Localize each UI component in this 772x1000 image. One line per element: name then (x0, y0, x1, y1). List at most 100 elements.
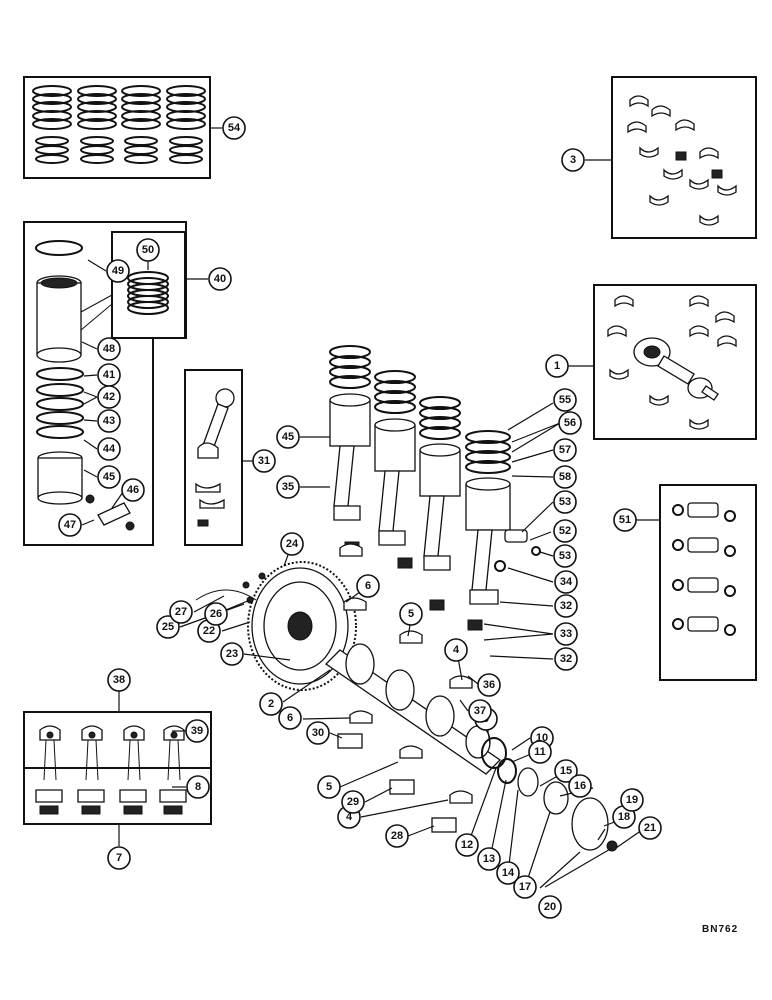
callout-27: 27 (169, 600, 193, 624)
callout-2: 2 (259, 692, 283, 716)
svg-text:32: 32 (560, 653, 572, 665)
callout-32-top: 32 (554, 594, 578, 618)
svg-text:23: 23 (226, 648, 238, 660)
crankshaft-bearing-set-box (568, 284, 757, 440)
svg-text:41: 41 (103, 369, 115, 381)
connecting-rod-box (184, 369, 262, 546)
crankshaft-bearing-illustration (607, 295, 737, 430)
svg-text:47: 47 (64, 519, 76, 531)
callout-12: 12 (455, 833, 479, 857)
ring-stack-illustration (32, 85, 206, 164)
svg-text:39: 39 (191, 725, 203, 737)
svg-text:8: 8 (195, 781, 201, 793)
callout-30: 30 (306, 721, 330, 745)
callout-44: 44 (97, 437, 121, 461)
callout-58: 58 (553, 465, 577, 489)
svg-text:53: 53 (559, 550, 571, 562)
callout-5-top: 5 (399, 602, 423, 626)
callout-40: 40 (208, 267, 232, 291)
svg-text:5: 5 (408, 608, 414, 620)
svg-text:34: 34 (560, 576, 573, 588)
svg-text:21: 21 (644, 822, 656, 834)
callout-21: 21 (638, 816, 662, 840)
callout-41: 41 (97, 363, 121, 387)
callout-48: 48 (97, 337, 121, 361)
callout-36: 36 (477, 673, 501, 697)
callout-56: 56 (558, 411, 582, 435)
callout-32-bottom: 32 (554, 647, 578, 671)
svg-text:29: 29 (347, 796, 359, 808)
rod-set-boxes (23, 691, 212, 846)
callout-57: 57 (553, 438, 577, 462)
callout-31: 31 (252, 449, 276, 473)
svg-text:31: 31 (258, 455, 270, 467)
callout-52: 52 (553, 519, 577, 543)
callout-26: 26 (204, 602, 228, 626)
svg-text:52: 52 (559, 525, 571, 537)
callout-34: 34 (554, 570, 578, 594)
svg-text:30: 30 (312, 727, 324, 739)
callout-24: 24 (280, 532, 304, 556)
svg-text:38: 38 (113, 674, 125, 686)
svg-text:55: 55 (559, 394, 571, 406)
svg-text:14: 14 (502, 867, 515, 879)
svg-text:56: 56 (564, 417, 576, 429)
svg-text:57: 57 (559, 444, 571, 456)
svg-text:36: 36 (483, 679, 495, 691)
svg-text:26: 26 (210, 608, 222, 620)
rod-set-illustration (35, 725, 187, 815)
callout-8: 8 (186, 775, 210, 799)
flywheel-crankshaft-illustration (195, 543, 618, 852)
piston-assembly-illustration (329, 345, 541, 631)
svg-text:51: 51 (619, 514, 631, 526)
callout-51: 51 (613, 508, 637, 532)
callout-17: 17 (513, 875, 537, 899)
svg-text:13: 13 (483, 853, 495, 865)
callout-3: 3 (561, 148, 585, 172)
callout-38: 38 (107, 668, 131, 692)
callout-4-top: 4 (444, 638, 468, 662)
svg-text:54: 54 (228, 122, 241, 134)
callout-7: 7 (107, 846, 131, 870)
piston-pin-box (636, 484, 757, 681)
svg-text:45: 45 (282, 431, 294, 443)
svg-text:6: 6 (365, 580, 371, 592)
svg-text:46: 46 (127, 484, 139, 496)
callout-45-left: 45 (97, 465, 121, 489)
callout-55: 55 (553, 388, 577, 412)
callout-29: 29 (341, 790, 365, 814)
callout-53-bottom: 53 (553, 544, 577, 568)
callout-46: 46 (121, 478, 145, 502)
svg-text:20: 20 (544, 901, 556, 913)
svg-text:16: 16 (574, 780, 586, 792)
sleeve-kit-illustration (35, 240, 169, 531)
svg-text:40: 40 (214, 273, 226, 285)
callout-49: 49 (106, 259, 130, 283)
svg-text:50: 50 (142, 244, 154, 256)
svg-text:3: 3 (570, 154, 576, 166)
svg-text:24: 24 (286, 538, 299, 550)
svg-text:35: 35 (282, 481, 294, 493)
callout-37: 37 (468, 699, 492, 723)
svg-text:33: 33 (560, 628, 572, 640)
callout-45-center: 45 (276, 425, 300, 449)
svg-text:25: 25 (162, 621, 174, 633)
svg-text:2: 2 (268, 698, 274, 710)
callout-14: 14 (496, 861, 520, 885)
bearing-shells-illustration (627, 95, 737, 226)
svg-text:1: 1 (554, 360, 560, 372)
svg-text:43: 43 (103, 415, 115, 427)
callout-13: 13 (477, 847, 501, 871)
svg-text:45: 45 (103, 471, 115, 483)
svg-text:19: 19 (626, 794, 638, 806)
piston-ring-sets-box (23, 76, 222, 179)
svg-text:12: 12 (461, 839, 473, 851)
svg-text:32: 32 (560, 600, 572, 612)
callout-20: 20 (538, 895, 562, 919)
svg-text:4: 4 (453, 644, 460, 656)
svg-text:15: 15 (560, 765, 572, 777)
svg-text:7: 7 (116, 852, 122, 864)
callout-15: 15 (554, 759, 578, 783)
callout-25: 25 (156, 615, 180, 639)
svg-text:42: 42 (103, 391, 115, 403)
